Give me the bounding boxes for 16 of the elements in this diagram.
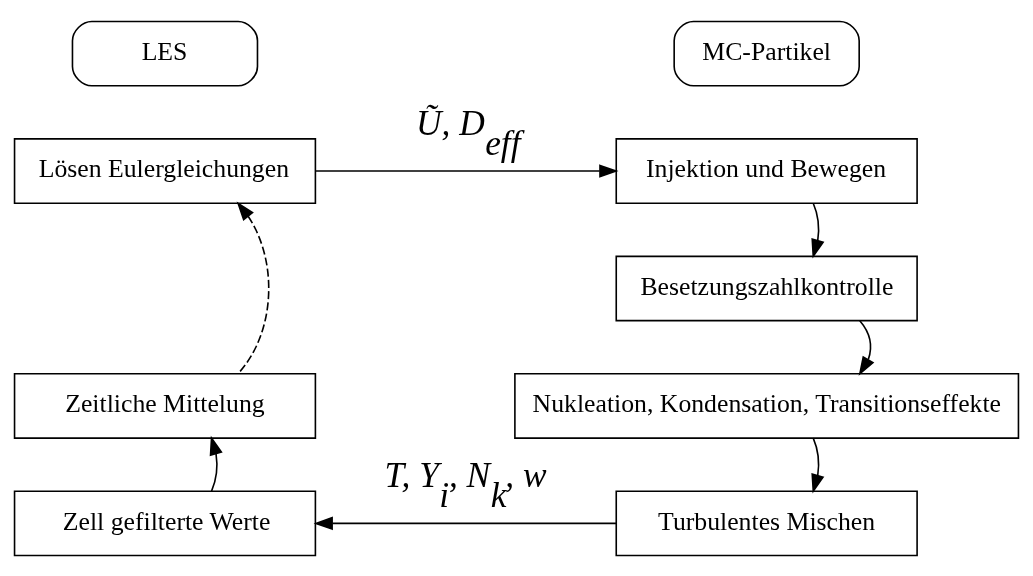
node-box: Besetzungszahlkontrolle — [615, 255, 918, 321]
node-box: Zell gefilterte Werte — [13, 489, 317, 556]
node-box: Nukleation, Kondensation, Transitionseffekte — [514, 372, 1020, 439]
arrow — [313, 516, 617, 530]
node-box: Lösen Eulergleichungen — [13, 137, 317, 204]
node-box: Zeitliche Mittelung — [13, 372, 317, 439]
node-box: Turbulentes Mischen — [615, 489, 918, 556]
arrow — [236, 201, 270, 374]
arrow — [315, 163, 619, 178]
arrow — [811, 201, 825, 259]
arrow — [811, 436, 825, 493]
node-box: MC-Partikel — [673, 20, 860, 87]
node-box: Injektion und Bewegen — [615, 137, 918, 204]
arrow — [209, 435, 223, 492]
arrow — [858, 319, 875, 376]
node-box: LES — [71, 20, 259, 87]
